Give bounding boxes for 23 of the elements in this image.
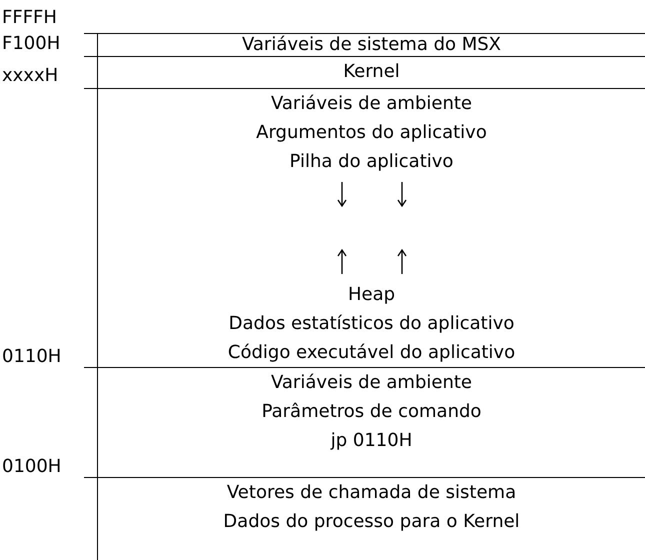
address-label: FFFFH: [2, 7, 57, 29]
address-label: F100H: [2, 33, 60, 55]
memory-region: [97, 56, 645, 88]
address-label: xxxxH: [2, 65, 58, 87]
address-label: 0110H: [2, 346, 62, 368]
address-label: 0100H: [2, 456, 62, 478]
region-label: Kernel: [343, 60, 400, 84]
region-label: Vetores de chamada de sistema: [226, 481, 516, 505]
region-label: Pilha do aplicativo: [290, 150, 454, 174]
region-label: Variáveis de ambiente: [270, 92, 472, 116]
region-label: Variáveis de sistema do MSX: [242, 34, 502, 55]
region-label: Parâmetros de comando: [262, 400, 482, 424]
region-label: jp 0110H: [330, 429, 412, 453]
memory-region: [97, 88, 645, 367]
region-label: Dados do processo para o Kernel: [223, 510, 520, 534]
memory-region: [97, 367, 645, 477]
region-label: Argumentos do aplicativo: [256, 121, 487, 145]
memory-region: [97, 477, 645, 560]
memory-region: [97, 33, 645, 56]
region-label: Dados estatísticos do aplicativo: [228, 312, 514, 336]
region-label: Variáveis de ambiente: [270, 371, 472, 395]
region-label: Código executável do aplicativo: [228, 341, 516, 365]
region-label: Heap: [348, 283, 396, 307]
